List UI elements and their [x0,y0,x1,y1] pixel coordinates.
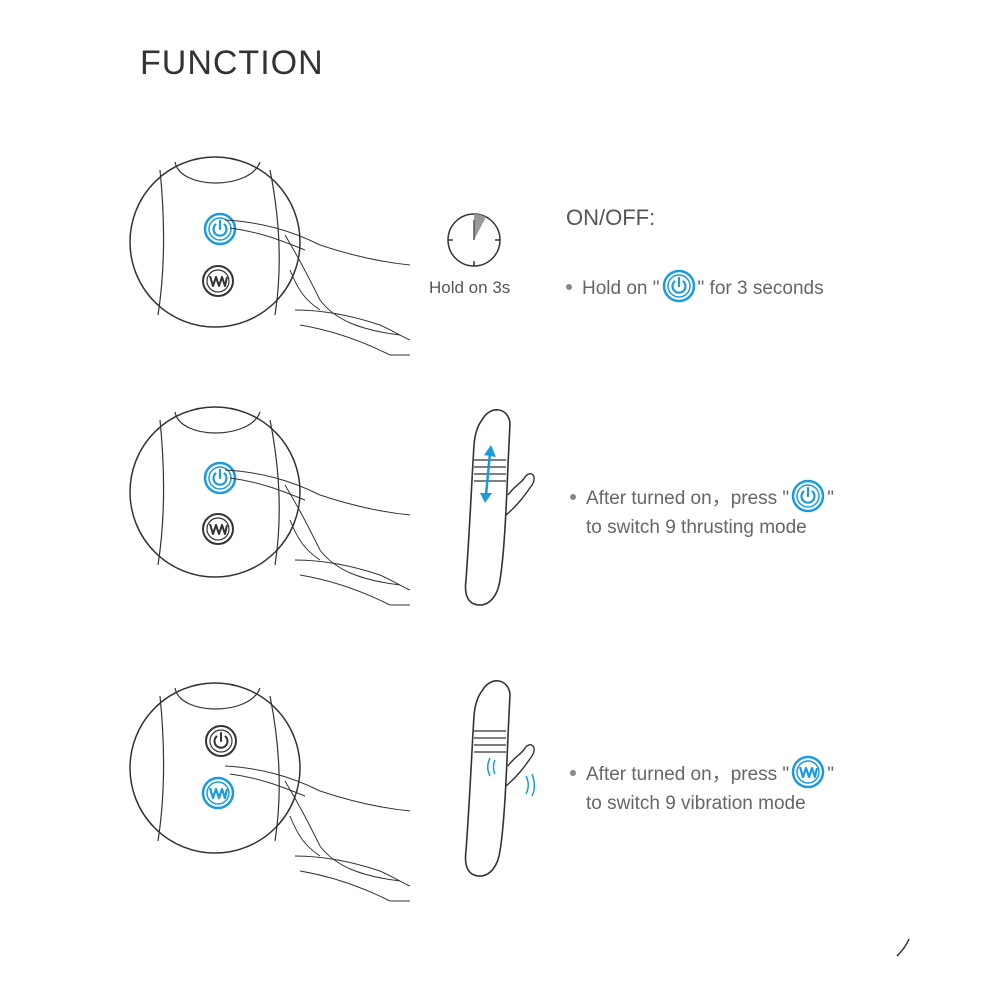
thrusting-section [0,400,1000,630]
power-button-icon [205,725,237,757]
hand-icon [224,219,411,356]
thrust-arrow-icon [480,445,496,503]
power-icon [662,269,695,303]
instruction-text: " [827,764,834,786]
onoff-heading: ON/OFF: [566,205,656,230]
vibration-instruction-line2: to switch 9 vibration mode [586,793,806,814]
wave-button-icon [202,513,234,545]
vibration-section [0,676,1000,906]
onoff-section [0,150,1000,380]
instruction-text: " [827,488,834,510]
onoff-instruction: Hold on " " for 3 seconds [566,269,824,306]
instruction-text: " for 3 seconds [697,278,824,300]
bullet [566,284,572,290]
vibration-illustration [129,682,411,902]
page-title: FUNCTION [140,44,324,82]
device-closeup-circle [129,406,301,578]
corner-mark-icon [896,938,910,957]
vibration-waves-icon [487,757,535,797]
timer-label: Hold on 3s [429,278,511,297]
device-closeup-circle [129,156,301,328]
wave-button-icon [201,776,235,810]
device-closeup-circle [129,682,301,854]
device-icon [464,679,535,877]
instruction-text: Hold on " [582,278,660,300]
hand-icon [224,765,411,902]
bullet [570,770,576,776]
timer-icon [447,213,501,267]
thrusting-instruction-line2: to switch 9 thrusting mode [586,517,807,538]
wave-icon [791,755,825,789]
power-icon [791,479,825,513]
power-button-icon [203,212,237,246]
thrusting-instruction-line1: After turned on，press " " [570,479,834,516]
instruction-text: After turned on，press " [586,488,790,510]
device-icon [464,408,535,606]
instruction-text: After turned on，press " [586,764,790,786]
vibration-instruction-line1: After turned on，press " " [570,755,834,792]
hand-icon [224,469,411,606]
thrusting-illustration [129,406,411,606]
bullet [570,494,576,500]
wave-button-icon [202,265,234,297]
onoff-illustration [129,156,411,356]
